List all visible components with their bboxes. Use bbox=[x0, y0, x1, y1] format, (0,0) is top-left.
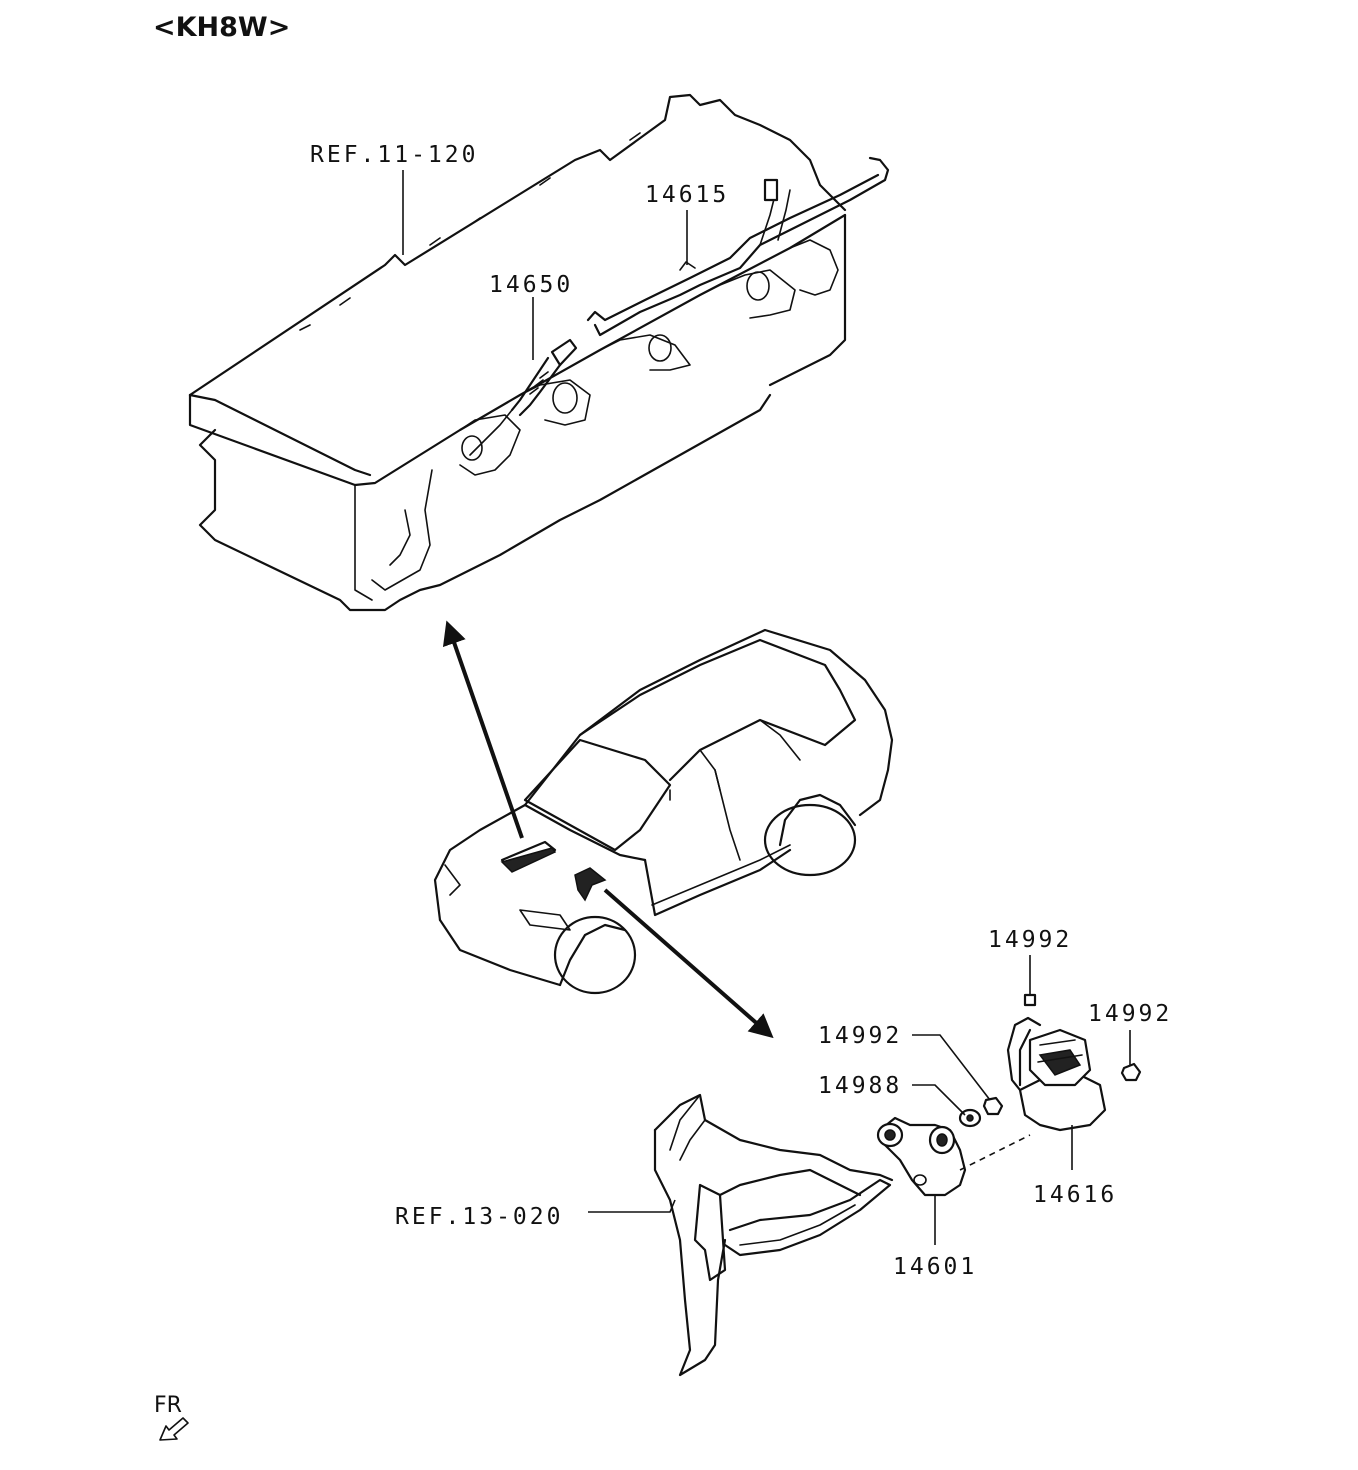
diagram-title: <KH8W> bbox=[153, 12, 290, 43]
sensor-14601-illustration bbox=[876, 1116, 1031, 1197]
direction-label: FR bbox=[154, 1393, 182, 1418]
vehicle-illustration bbox=[433, 628, 894, 995]
label-ref-13-020: REF.13-020 bbox=[395, 1204, 563, 1230]
cylinder-head-illustration bbox=[188, 93, 847, 612]
label-14992-right: 14992 bbox=[1088, 1001, 1172, 1027]
leader-ref-13-020 bbox=[588, 1199, 676, 1213]
label-14992-top: 14992 bbox=[988, 927, 1072, 953]
label-14992-left: 14992 bbox=[818, 1023, 902, 1049]
harness-14615-illustration bbox=[586, 156, 890, 337]
nut-14992-right-illustration bbox=[1120, 1062, 1142, 1082]
arrow-to-engine bbox=[442, 620, 524, 839]
label-14988: 14988 bbox=[818, 1073, 902, 1099]
sensor-14650-illustration bbox=[469, 338, 578, 456]
label-14601: 14601 bbox=[893, 1254, 977, 1280]
actuator-14616-illustration bbox=[1006, 993, 1107, 1132]
label-14616: 14616 bbox=[1033, 1182, 1117, 1208]
front-direction-arrow-icon bbox=[159, 1417, 189, 1441]
label-ref-11-120: REF.11-120 bbox=[310, 142, 478, 168]
nut-14992-left-illustration bbox=[982, 1096, 1004, 1116]
leader-14988 bbox=[912, 1084, 966, 1116]
leader-14992-left bbox=[912, 1034, 991, 1101]
timing-cover-illustration bbox=[653, 1093, 894, 1377]
label-14615: 14615 bbox=[645, 182, 729, 208]
arrow-to-sensor bbox=[603, 888, 774, 1039]
label-14650: 14650 bbox=[489, 272, 573, 298]
